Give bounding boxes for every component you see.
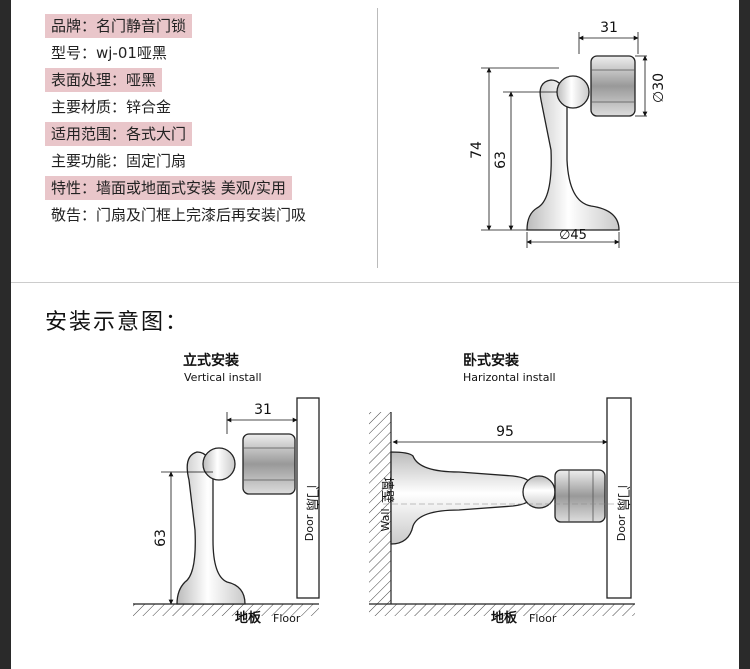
spec-feature: 特性：墙面或地面式安装 美观/实用 xyxy=(45,176,292,200)
horizontal-door-cn: 门扇 xyxy=(615,485,631,511)
product-spec-page: 品牌：名门静音门锁 型号：wj-01哑黑 表面处理：哑黑 主要材质：锌合金 适用… xyxy=(11,0,739,669)
vertical-install-diagram: 31 63 门扇 Door 地板 Floor xyxy=(133,397,320,626)
dimension-drawing: 31 ∅30 74 63 ∅45 xyxy=(469,20,667,248)
vertical-door-en: Door xyxy=(303,514,316,541)
spec-notice: 敬告：门扇及门框上完漆后再安装门吸 xyxy=(51,206,307,224)
door-panel xyxy=(296,397,320,599)
spec-surface: 表面处理：哑黑 xyxy=(45,68,163,92)
dim-total-height: 74 xyxy=(469,141,485,159)
horizontal-dim-length: 95 xyxy=(496,424,514,440)
door-panel-horizontal xyxy=(606,397,632,599)
vertical-floor-en: Floor xyxy=(273,612,301,625)
bumper-head xyxy=(590,55,636,117)
spec-model: 型号：wj-01哑黑 xyxy=(51,44,167,62)
vertical-title-en: Vertical install xyxy=(184,371,262,384)
vertical-dim-width: 31 xyxy=(254,402,272,418)
vertical-dim-height: 63 xyxy=(153,529,169,547)
dim-head-diameter: ∅30 xyxy=(651,73,667,103)
horizontal-door-en: Door xyxy=(615,514,628,541)
vertical-floor-cn: 地板 xyxy=(235,610,262,626)
dim-top-width: 31 xyxy=(600,20,618,36)
horizontal-floor-cn: 地板 xyxy=(491,610,518,626)
spec-function: 主要功能：固定门扇 xyxy=(51,152,187,170)
vertical-divider xyxy=(377,8,378,268)
horizontal-floor-en: Floor xyxy=(529,612,557,625)
horizontal-install-diagram: 95 墙壁 Wall 门扇 Door 地板 Floor xyxy=(369,397,635,626)
horizontal-title-cn: 卧式安装 xyxy=(463,353,519,369)
install-section-title: 安装示意图： xyxy=(45,310,190,335)
spec-scope: 适用范围：各式大门 xyxy=(45,122,193,146)
dim-stem-height: 63 xyxy=(493,151,509,169)
horizontal-wall-cn: 墙壁 xyxy=(379,477,394,503)
horizontal-wall-en: Wall xyxy=(379,508,392,531)
section-divider xyxy=(11,282,739,283)
horizontal-title-en: Harizontal install xyxy=(463,371,556,384)
vertical-door-cn: 门扇 xyxy=(304,485,320,511)
spec-material: 主要材质：锌合金 xyxy=(51,98,172,116)
spec-brand: 品牌：名门静音门锁 xyxy=(45,14,193,38)
dim-base-diameter: ∅45 xyxy=(559,228,587,243)
vertical-title-cn: 立式安装 xyxy=(183,353,239,369)
